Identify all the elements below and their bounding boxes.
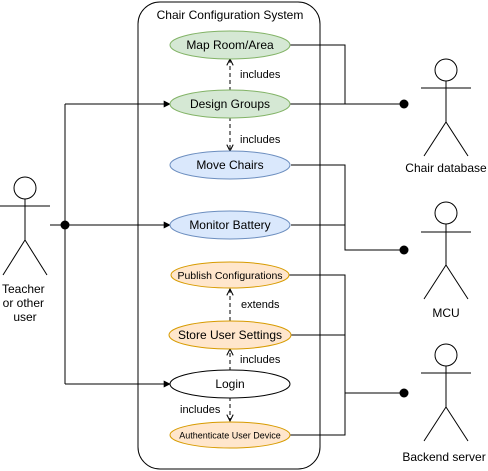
svg-text:Map Room/Area: Map Room/Area — [186, 38, 274, 52]
mcu-actor — [421, 201, 471, 300]
svg-text:Design Groups: Design Groups — [190, 97, 270, 111]
backend-server-label: Backend server — [402, 450, 485, 464]
svg-text:Login: Login — [215, 377, 244, 391]
use-case-publish-configurations: Publish Configurations — [170, 261, 290, 289]
use-case-store-user-settings: Store User Settings — [168, 320, 292, 350]
chair-database-actor — [421, 58, 471, 157]
relation-label-includes: includes — [180, 404, 221, 416]
chair-database-label: Chair database — [405, 161, 487, 175]
system-associations — [289, 44, 409, 436]
svg-text:Publish Configurations: Publish Configurations — [177, 270, 282, 282]
svg-text:Authenticate User Device: Authenticate User Device — [179, 431, 281, 441]
relation-label-includes: includes — [240, 69, 281, 81]
teacher-associations — [50, 100, 171, 388]
relation-label-includes: includes — [240, 354, 281, 366]
use-case-move-chairs: Move Chairs — [169, 150, 291, 180]
svg-text:Monitor Battery: Monitor Battery — [189, 218, 270, 232]
svg-text:Store User Settings: Store User Settings — [178, 328, 282, 342]
mcu-label: MCU — [432, 306, 459, 320]
relation-label-includes: includes — [240, 134, 281, 146]
svg-text:Move Chairs: Move Chairs — [196, 158, 263, 172]
use-case-monitor-battery: Monitor Battery — [169, 210, 291, 240]
relation-label-extends: extends — [241, 299, 280, 311]
use-case-login: Login — [169, 369, 291, 399]
backend-server-actor — [421, 343, 471, 442]
use-case-map-room: Map Room/Area — [169, 30, 291, 60]
teacher-actor-label: Teacher or other user — [2, 282, 48, 324]
system-title: Chair Configuration System — [157, 8, 304, 22]
use-case-design-groups: Design Groups — [169, 89, 291, 119]
teacher-actor — [0, 176, 50, 276]
use-case-authenticate-user-device: Authenticate User Device — [169, 421, 291, 449]
